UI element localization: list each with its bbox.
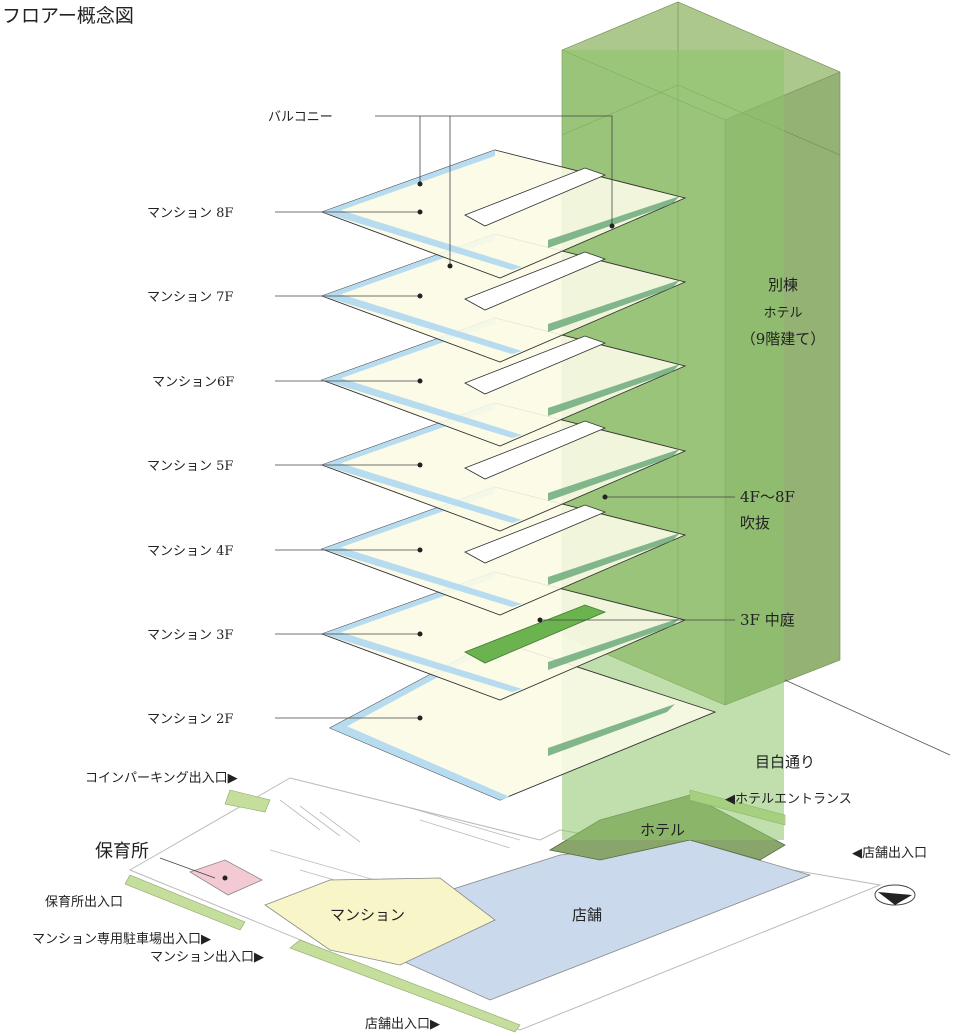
floor-slab-5f bbox=[320, 402, 687, 532]
floor-slab-6f bbox=[320, 317, 687, 447]
floor-label-3f: マンション 3F bbox=[147, 628, 233, 643]
landscape-strip-left bbox=[124, 874, 246, 931]
floor-label-5f: マンション 5F bbox=[147, 459, 233, 474]
floor-label-2f: マンション 2F bbox=[147, 712, 233, 727]
mansion-ground bbox=[264, 877, 496, 966]
leader-dots bbox=[222, 181, 615, 881]
floor-label-4f: マンション 4F bbox=[147, 544, 233, 559]
street-label: 目白通り bbox=[755, 753, 815, 771]
compass-icon bbox=[874, 884, 916, 906]
mansion-parking-entrance-label: マンション専用駐車場出入口▶ bbox=[32, 932, 211, 947]
diagram-title: フロアー概念図 bbox=[2, 4, 134, 27]
shop-entrance-right-label: ◀店舗出入口 bbox=[852, 846, 927, 861]
street-line bbox=[784, 679, 951, 756]
annex-title: 別棟 bbox=[768, 276, 798, 294]
balcony-label: バルコニー bbox=[268, 110, 333, 125]
floor-label-6f: マンション6F bbox=[152, 375, 234, 390]
annex-subtitle: ホテル bbox=[763, 306, 802, 321]
floor-label-8f: マンション 8F bbox=[147, 206, 233, 221]
landscape-strip-top bbox=[224, 789, 271, 813]
atrium-label: 吹抜 bbox=[740, 514, 770, 532]
floor-slabs bbox=[320, 149, 717, 801]
leader-lines bbox=[159, 115, 735, 879]
courtyard-label: 3F 中庭 bbox=[740, 611, 795, 629]
mansion-entrance-label: マンション出入口▶ bbox=[150, 950, 264, 965]
hotel-entrance-label: ◀ホテルエントランス bbox=[725, 792, 852, 807]
landscape-strip-bottom bbox=[289, 939, 521, 1033]
hotel-ground-label: ホテル bbox=[640, 821, 685, 839]
shop-ground-label: 店舗 bbox=[572, 906, 602, 924]
mansion-ground-label: マンション bbox=[330, 906, 405, 924]
shop-entrance-bottom-label: 店舗出入口▶ bbox=[365, 1017, 440, 1032]
floor-slab-8f bbox=[320, 149, 687, 279]
nursery-label: 保育所 bbox=[95, 841, 149, 862]
annex-note: （9階建て） bbox=[741, 330, 826, 348]
floor-slab-3f bbox=[320, 571, 687, 701]
coin-parking-entrance-label: コインパーキング出入口▶ bbox=[85, 771, 238, 786]
nursery-entrance-label: 保育所出入口 bbox=[45, 894, 123, 910]
atrium-floors-label: 4F〜8F bbox=[740, 488, 795, 506]
floor-slab-7f bbox=[320, 233, 687, 363]
floor-label-7f: マンション 7F bbox=[147, 290, 233, 305]
